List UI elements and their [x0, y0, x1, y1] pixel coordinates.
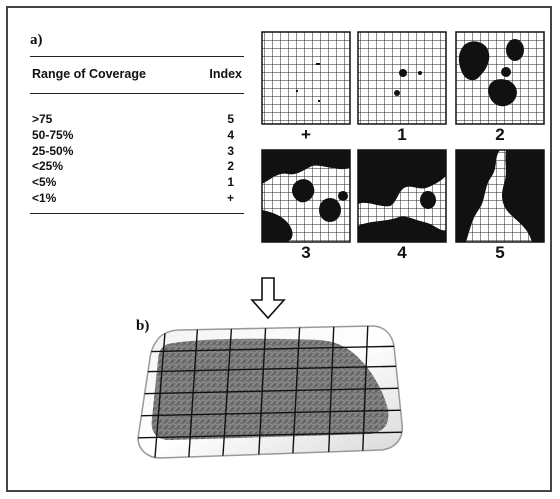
- coverage-index-table: Range of Coverage Index >75 5 50-75% 4 25-…: [30, 56, 244, 214]
- grid-caption-3: 3: [301, 243, 311, 262]
- table-row: <25% 2: [32, 159, 242, 175]
- row-range: <25%: [32, 159, 64, 174]
- coverage-grid-plus: [261, 31, 351, 125]
- grid-caption-4: 4: [397, 243, 407, 262]
- row-index: 2: [227, 159, 234, 174]
- table-bottom-rule: [30, 212, 244, 214]
- row-range: >75: [32, 112, 53, 126]
- header-range-of-coverage: Range of Coverage: [32, 67, 146, 81]
- grid-overlay: [138, 326, 403, 458]
- grid-caption-5: 5: [495, 243, 505, 262]
- panel-a-label: a): [30, 32, 43, 48]
- table-top-rule: [30, 56, 244, 57]
- grid-caption-1: 1: [397, 125, 407, 144]
- table-body: >75 5 50-75% 4 25-50% 3 <25% 2 <5% 1 <1% +: [30, 94, 244, 213]
- row-index: 4: [227, 127, 234, 142]
- row-index: 3: [227, 143, 234, 158]
- row-range: <1%: [32, 190, 57, 205]
- row-index: 1: [227, 175, 234, 190]
- sample-tray: [137, 325, 404, 459]
- table-row: >75 5: [32, 112, 242, 128]
- coverage-grid-5: [455, 149, 545, 243]
- row-index: 5: [227, 112, 234, 126]
- row-range: 25-50%: [32, 143, 74, 158]
- row-index: +: [226, 190, 234, 205]
- coverage-grid-1: [357, 31, 447, 125]
- coverage-grid-3: [261, 149, 351, 243]
- table-row: <5% 1: [32, 175, 242, 191]
- table-row: 50-75% 4: [32, 128, 242, 144]
- down-arrow-outline-icon: [250, 277, 286, 320]
- table-row: <1% +: [32, 191, 242, 207]
- table-header-rule: [30, 93, 244, 94]
- grid-caption-plus: +: [301, 125, 311, 144]
- coverage-grid-2: [455, 31, 545, 125]
- table-header: Range of Coverage Index: [30, 57, 244, 93]
- header-index: Index: [209, 67, 242, 81]
- row-range: <5%: [32, 175, 57, 190]
- table-row: 25-50% 3: [32, 144, 242, 160]
- grid-caption-2: 2: [495, 125, 505, 144]
- panel-b-label: b): [136, 318, 150, 334]
- row-range: 50-75%: [32, 127, 74, 142]
- coverage-grid-4: [357, 149, 447, 243]
